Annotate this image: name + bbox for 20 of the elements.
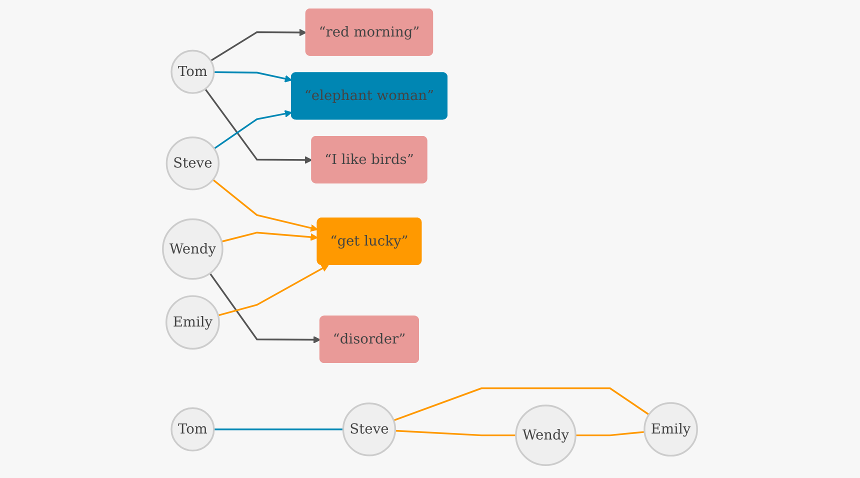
arrow [209,272,321,344]
arrow [218,264,329,316]
node-circle: Steve [166,136,220,190]
arrow [214,70,292,82]
connector [395,429,516,436]
node-circle: Tom [170,406,215,451]
arrow [210,28,307,61]
arrow [204,88,312,164]
arrow [212,178,318,232]
node-circle: Steve [342,402,396,456]
arrow [221,231,318,242]
node-circle: Emily [166,294,220,350]
connector [393,386,650,421]
node-circle: Wendy [515,404,576,466]
connector [214,428,344,430]
arrow [214,110,292,149]
node-circle: Tom [170,49,215,94]
connector [576,430,645,436]
node-circle: Wendy [162,218,224,280]
node-circle: Emily [644,402,698,456]
